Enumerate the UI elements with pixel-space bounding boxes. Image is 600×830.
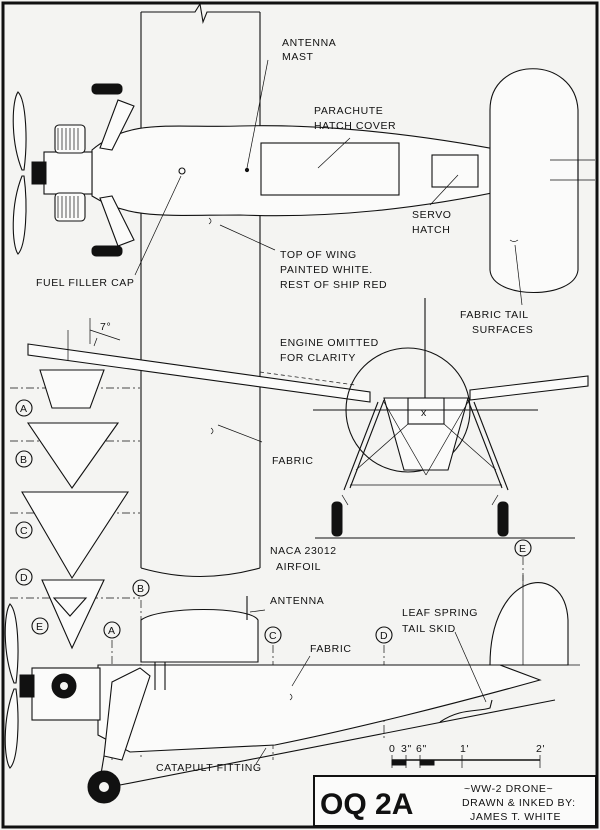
station-a-side: A (108, 625, 116, 637)
antenna-mast-dot (244, 167, 250, 173)
parachute-hatch (260, 142, 400, 196)
title-block: OQ 2A ~WW-2 DRONE~ DRAWN & INKED BY: JAM… (313, 775, 597, 827)
naca-label-1: NACA 23012 (270, 545, 337, 557)
leaf-spring-label-2: TAIL SKID (402, 623, 456, 635)
station-a-section: A (20, 403, 28, 415)
wheel-top-1 (91, 83, 123, 95)
front-view: x (27, 298, 589, 539)
scale-label-2: 6" (416, 743, 427, 755)
fabric-tail-label-1: FABRIC TAIL (460, 309, 529, 321)
fabric-tail-label-2: SURFACES (472, 324, 533, 336)
propeller-side (4, 603, 19, 769)
top-wing-label-1: TOP OF WING (280, 249, 357, 261)
catapult-label: CATAPULT FITTING (156, 762, 262, 774)
scale-bar: 0 3" 6" 1' 2' (389, 743, 545, 768)
model-title: OQ 2A (320, 788, 413, 821)
engine-cylinders-top (54, 124, 86, 222)
engine-omitted-label-1: ENGINE OMITTED (280, 337, 379, 349)
scale-label-4: 2' (536, 743, 545, 755)
center-mark: x (421, 407, 427, 419)
horizontal-tail (489, 68, 579, 294)
scale-label-3: 1' (460, 743, 469, 755)
top-wing-label-2: PAINTED WHITE. (280, 264, 373, 276)
station-b-side: B (137, 583, 145, 595)
wing-sections (10, 330, 140, 650)
parachute-label-2: HATCH COVER (314, 120, 396, 132)
station-d-side: D (380, 630, 388, 642)
station-c-side: C (269, 630, 277, 642)
wheel-top-2 (91, 245, 123, 257)
scale-label-0: 0 (389, 743, 395, 755)
station-c-section: C (20, 525, 28, 537)
antenna-mast-label-2: MAST (282, 51, 314, 63)
leaf-spring-label-1: LEAF SPRING (402, 607, 478, 619)
dihedral-label: 7° (100, 321, 111, 333)
servo-label-1: SERVO (412, 209, 452, 221)
top-wing-label-3: REST OF SHIP RED (280, 279, 387, 291)
scale-label-1: 3" (401, 743, 412, 755)
wing-fabric-label: FABRIC (272, 455, 314, 467)
station-e-side: E (519, 543, 527, 555)
wheel-front-1 (331, 501, 343, 537)
antenna-label: ANTENNA (270, 595, 324, 607)
annotations: ANTENNA MAST PARACHUTE HATCH COVER SERVO… (36, 37, 533, 774)
side-fabric-label: FABRIC (310, 643, 352, 655)
title-line-1: ~WW-2 DRONE~ (464, 783, 553, 795)
naca-label-2: AIRFOIL (276, 561, 321, 573)
parachute-label-1: PARACHUTE (314, 105, 383, 117)
station-e-section: E (36, 621, 44, 633)
fuel-filler-label: FUEL FILLER CAP (36, 277, 134, 289)
tail-fin-side (489, 582, 569, 666)
station-markers: A B C D E A B C D E (15, 399, 532, 644)
station-d-section: D (20, 572, 28, 584)
title-line-2: DRAWN & INKED BY: (462, 797, 576, 809)
side-view (4, 424, 580, 804)
fuel-filler-cap (178, 167, 186, 175)
engine-omitted-label-2: FOR CLARITY (280, 352, 356, 364)
wheel-front-2 (497, 501, 509, 537)
top-view (12, 2, 595, 578)
servo-label-2: HATCH (412, 224, 450, 236)
station-b-section: B (20, 454, 28, 466)
propeller-top (12, 91, 27, 255)
servo-hatch (431, 154, 479, 188)
antenna-mast-label-1: ANTENNA (282, 37, 336, 49)
title-line-3: JAMES T. WHITE (470, 811, 561, 823)
